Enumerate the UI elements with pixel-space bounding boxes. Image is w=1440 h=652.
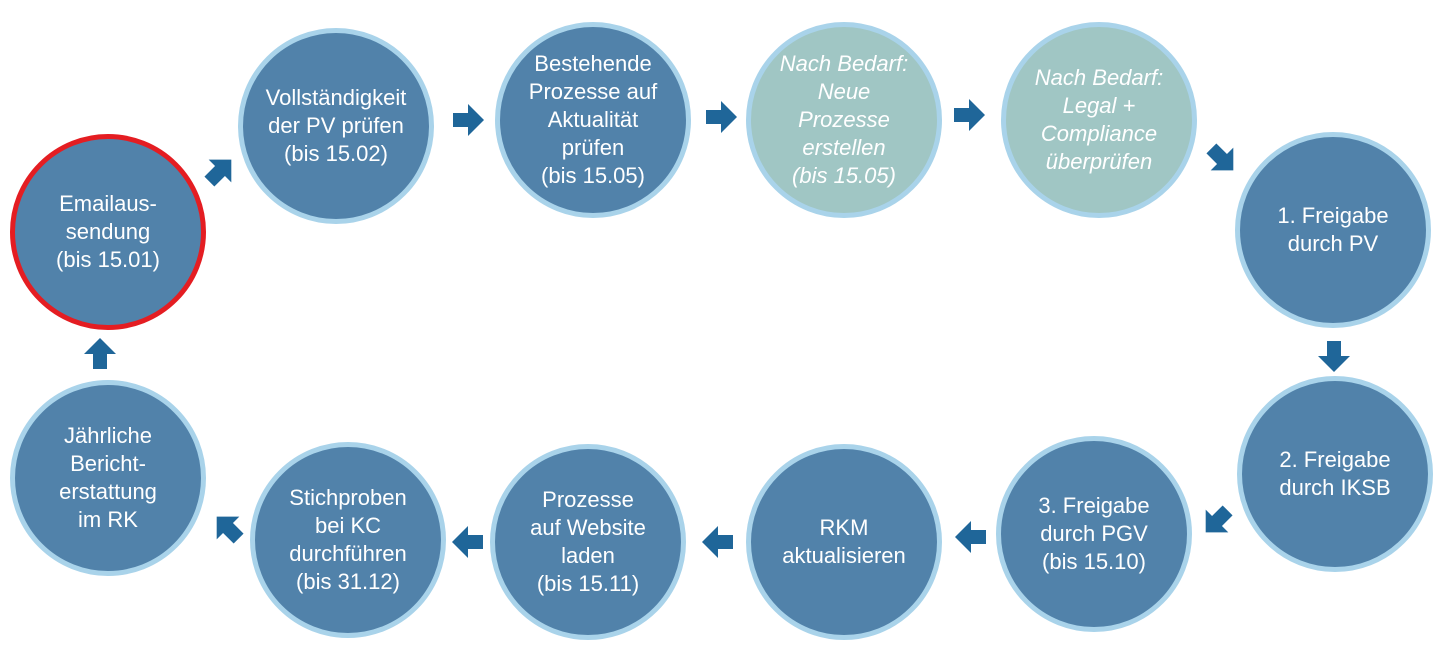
node-line: Vollständigkeit — [265, 85, 407, 110]
node-line: Emailaus- — [59, 191, 157, 216]
node-line: Neue — [817, 79, 871, 104]
node-line: prüfen — [561, 135, 625, 160]
node-line: im RK — [78, 507, 138, 532]
node-line: (bis 15.10) — [1042, 549, 1146, 574]
node-line: 3. Freigabe — [1038, 493, 1150, 518]
node-stichproben: Stichproben bei KC durchführen (bis 31.1… — [250, 442, 446, 638]
arrow-shape — [452, 526, 483, 558]
arrow-icon — [703, 99, 739, 135]
node-line: Compliance — [1040, 121, 1158, 146]
node-neue-prozesse: Nach Bedarf: Neue Prozesse erstellen (bi… — [746, 22, 942, 218]
node-legal-compliance: Nach Bedarf: Legal + Compliance überprüf… — [1001, 22, 1197, 218]
arrow-icon — [1204, 141, 1240, 177]
node-line: aktualisieren — [782, 543, 906, 568]
arrow-icon — [953, 519, 989, 555]
node-line: erstattung — [59, 479, 157, 504]
node-line: Nach Bedarf: — [1034, 65, 1164, 90]
arrow-shape — [453, 104, 484, 136]
node-line: Bericht- — [70, 451, 146, 476]
node-line: (bis 31.12) — [296, 569, 400, 594]
arrow-icon — [210, 510, 246, 546]
arrow-shape — [1206, 143, 1234, 171]
node-freigabe-3: 3. Freigabe durch PGV (bis 15.10) — [996, 436, 1192, 632]
node-line: Prozesse — [798, 107, 890, 132]
node-line: RKM — [819, 515, 869, 540]
node-freigabe-2: 2. Freigabe durch IKSB — [1237, 376, 1433, 572]
arrow-icon — [82, 336, 118, 372]
arrow-icon — [202, 153, 238, 189]
arrow-icon — [951, 97, 987, 133]
node-line: auf Website — [530, 515, 646, 540]
node-line: erstellen — [802, 135, 886, 160]
node-line: (bis 15.02) — [284, 141, 388, 166]
node-bestehende-prozesse: Bestehende Prozesse auf Aktualität prüfe… — [495, 22, 691, 218]
node-vollstaendigkeit: Vollständigkeit der PV prüfen (bis 15.02… — [238, 28, 434, 224]
node-line: Bestehende — [534, 51, 652, 76]
node-line: durch PGV — [1040, 521, 1148, 546]
node-line: 1. Freigabe — [1277, 203, 1389, 228]
arrow-shape — [204, 159, 232, 187]
node-line: Legal + — [1062, 93, 1136, 118]
node-line: (bis 15.05) — [541, 163, 645, 188]
arrow-shape — [1318, 341, 1350, 372]
node-berichterstattung: Jährliche Bericht- erstattung im RK — [10, 380, 206, 576]
node-line: Aktualität — [547, 107, 639, 132]
arrow-shape — [216, 516, 244, 544]
node-line: (bis 15.01) — [56, 247, 160, 272]
arrow-icon — [700, 524, 736, 560]
arrow-shape — [1205, 505, 1233, 533]
node-line: Nach Bedarf: — [779, 51, 909, 76]
arrow-icon — [1316, 338, 1352, 374]
node-emailaussendung: Emailaus- sendung (bis 15.01) — [10, 134, 206, 330]
node-line: durchführen — [289, 541, 407, 566]
arrow-icon — [450, 102, 486, 138]
arrow-icon — [1199, 503, 1235, 539]
node-line: Stichproben — [289, 485, 407, 510]
node-line: (bis 15.11) — [536, 571, 640, 596]
arrow-shape — [954, 99, 985, 131]
node-line: bei KC — [314, 513, 382, 538]
arrow-shape — [706, 101, 737, 133]
node-line: Jährliche — [63, 423, 153, 448]
node-line: laden — [561, 543, 615, 568]
node-line: durch PV — [1287, 231, 1379, 256]
node-line: Prozesse auf — [528, 79, 658, 104]
arrow-icon — [450, 524, 486, 560]
arrow-shape — [702, 526, 733, 558]
arrow-shape — [84, 338, 116, 369]
node-line: der PV prüfen — [268, 113, 404, 138]
node-rkm: RKM aktualisieren — [746, 444, 942, 640]
node-website: Prozesse auf Website laden (bis 15.11) — [490, 444, 686, 640]
node-line: Prozesse — [542, 487, 634, 512]
node-line: sendung — [65, 219, 151, 244]
node-line: (bis 15.05) — [792, 163, 896, 188]
arrow-shape — [955, 521, 986, 553]
node-line: überprüfen — [1045, 149, 1153, 174]
node-line: 2. Freigabe — [1279, 447, 1391, 472]
node-line: durch IKSB — [1279, 475, 1391, 500]
node-freigabe-1: 1. Freigabe durch PV — [1235, 132, 1431, 328]
